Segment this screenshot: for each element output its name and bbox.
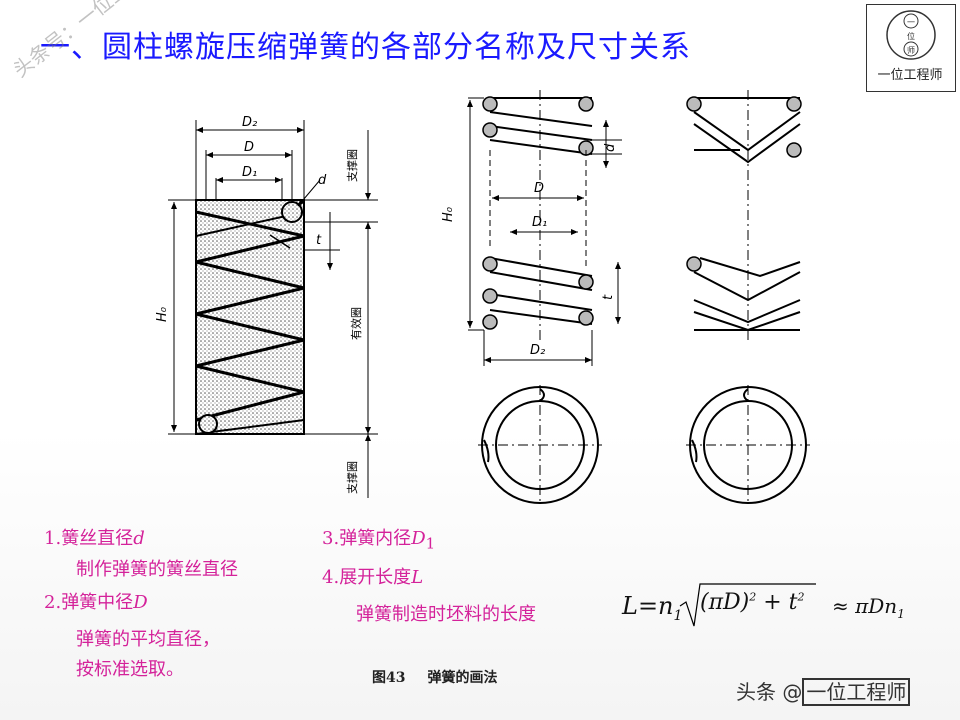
label-d-mid: d bbox=[603, 143, 618, 152]
label-d: d bbox=[318, 173, 327, 188]
label-active-coil: 有效圈 bbox=[349, 307, 363, 340]
item-4: 4.展开长度L bbox=[322, 567, 424, 588]
formula-radicand: (πD)2 + t2 bbox=[700, 590, 805, 615]
label-support-coil: 支撑圈 bbox=[345, 149, 359, 182]
formula-lhs: L=n1 bbox=[622, 592, 683, 624]
coil-zigzag bbox=[195, 210, 305, 422]
middle-spring-figure bbox=[467, 90, 622, 505]
logo-char: 位 bbox=[907, 31, 915, 41]
label-D1-mid: D₁ bbox=[532, 215, 547, 230]
logo: 一 位 师 bbox=[866, 4, 956, 92]
label-t-mid: t bbox=[601, 294, 616, 300]
wire-section bbox=[281, 201, 303, 223]
logo-emblem-icon: 一 位 师 bbox=[886, 10, 936, 60]
label-D: D bbox=[244, 140, 254, 155]
logo-label: 一位工程师 bbox=[877, 68, 943, 83]
label-support-coil: 支撑圈 bbox=[345, 461, 359, 494]
right-spring-figure bbox=[686, 90, 810, 505]
label-D1: D₁ bbox=[242, 165, 257, 180]
item-2-desc-line1: 弹簧的平均直径， bbox=[76, 629, 220, 650]
item-1-desc: 制作弹簧的簧丝直径 bbox=[76, 559, 238, 580]
label-D2: D₂ bbox=[242, 115, 257, 130]
wire-section bbox=[198, 414, 218, 434]
logo-char: 一 bbox=[907, 18, 915, 27]
item-2-desc-line2: 按标准选取。 bbox=[76, 659, 184, 680]
label-H0: H₀ bbox=[155, 306, 170, 322]
label-H0-mid: H₀ bbox=[441, 206, 456, 222]
logo-char: 师 bbox=[907, 45, 915, 55]
item-3: 3.弹簧内径D1 bbox=[322, 528, 436, 553]
item-4-desc: 弹簧制造时坯料的长度 bbox=[356, 604, 536, 625]
item-1: 1.簧丝直径d bbox=[44, 528, 145, 549]
label-t: t bbox=[316, 233, 322, 248]
page-title: 一、圆柱螺旋压缩弹簧的各部分名称及尺寸关系 bbox=[40, 30, 691, 65]
corner-watermark: 头条 @一位工程师 bbox=[736, 676, 911, 706]
left-spring-figure bbox=[168, 120, 378, 498]
label-D-mid: D bbox=[534, 181, 544, 196]
label-D2-mid: D₂ bbox=[530, 343, 545, 358]
formula-radical bbox=[679, 583, 816, 627]
formula-approx: ≈ πDn1 bbox=[832, 594, 905, 621]
item-2: 2.弹簧中径D bbox=[44, 592, 148, 613]
